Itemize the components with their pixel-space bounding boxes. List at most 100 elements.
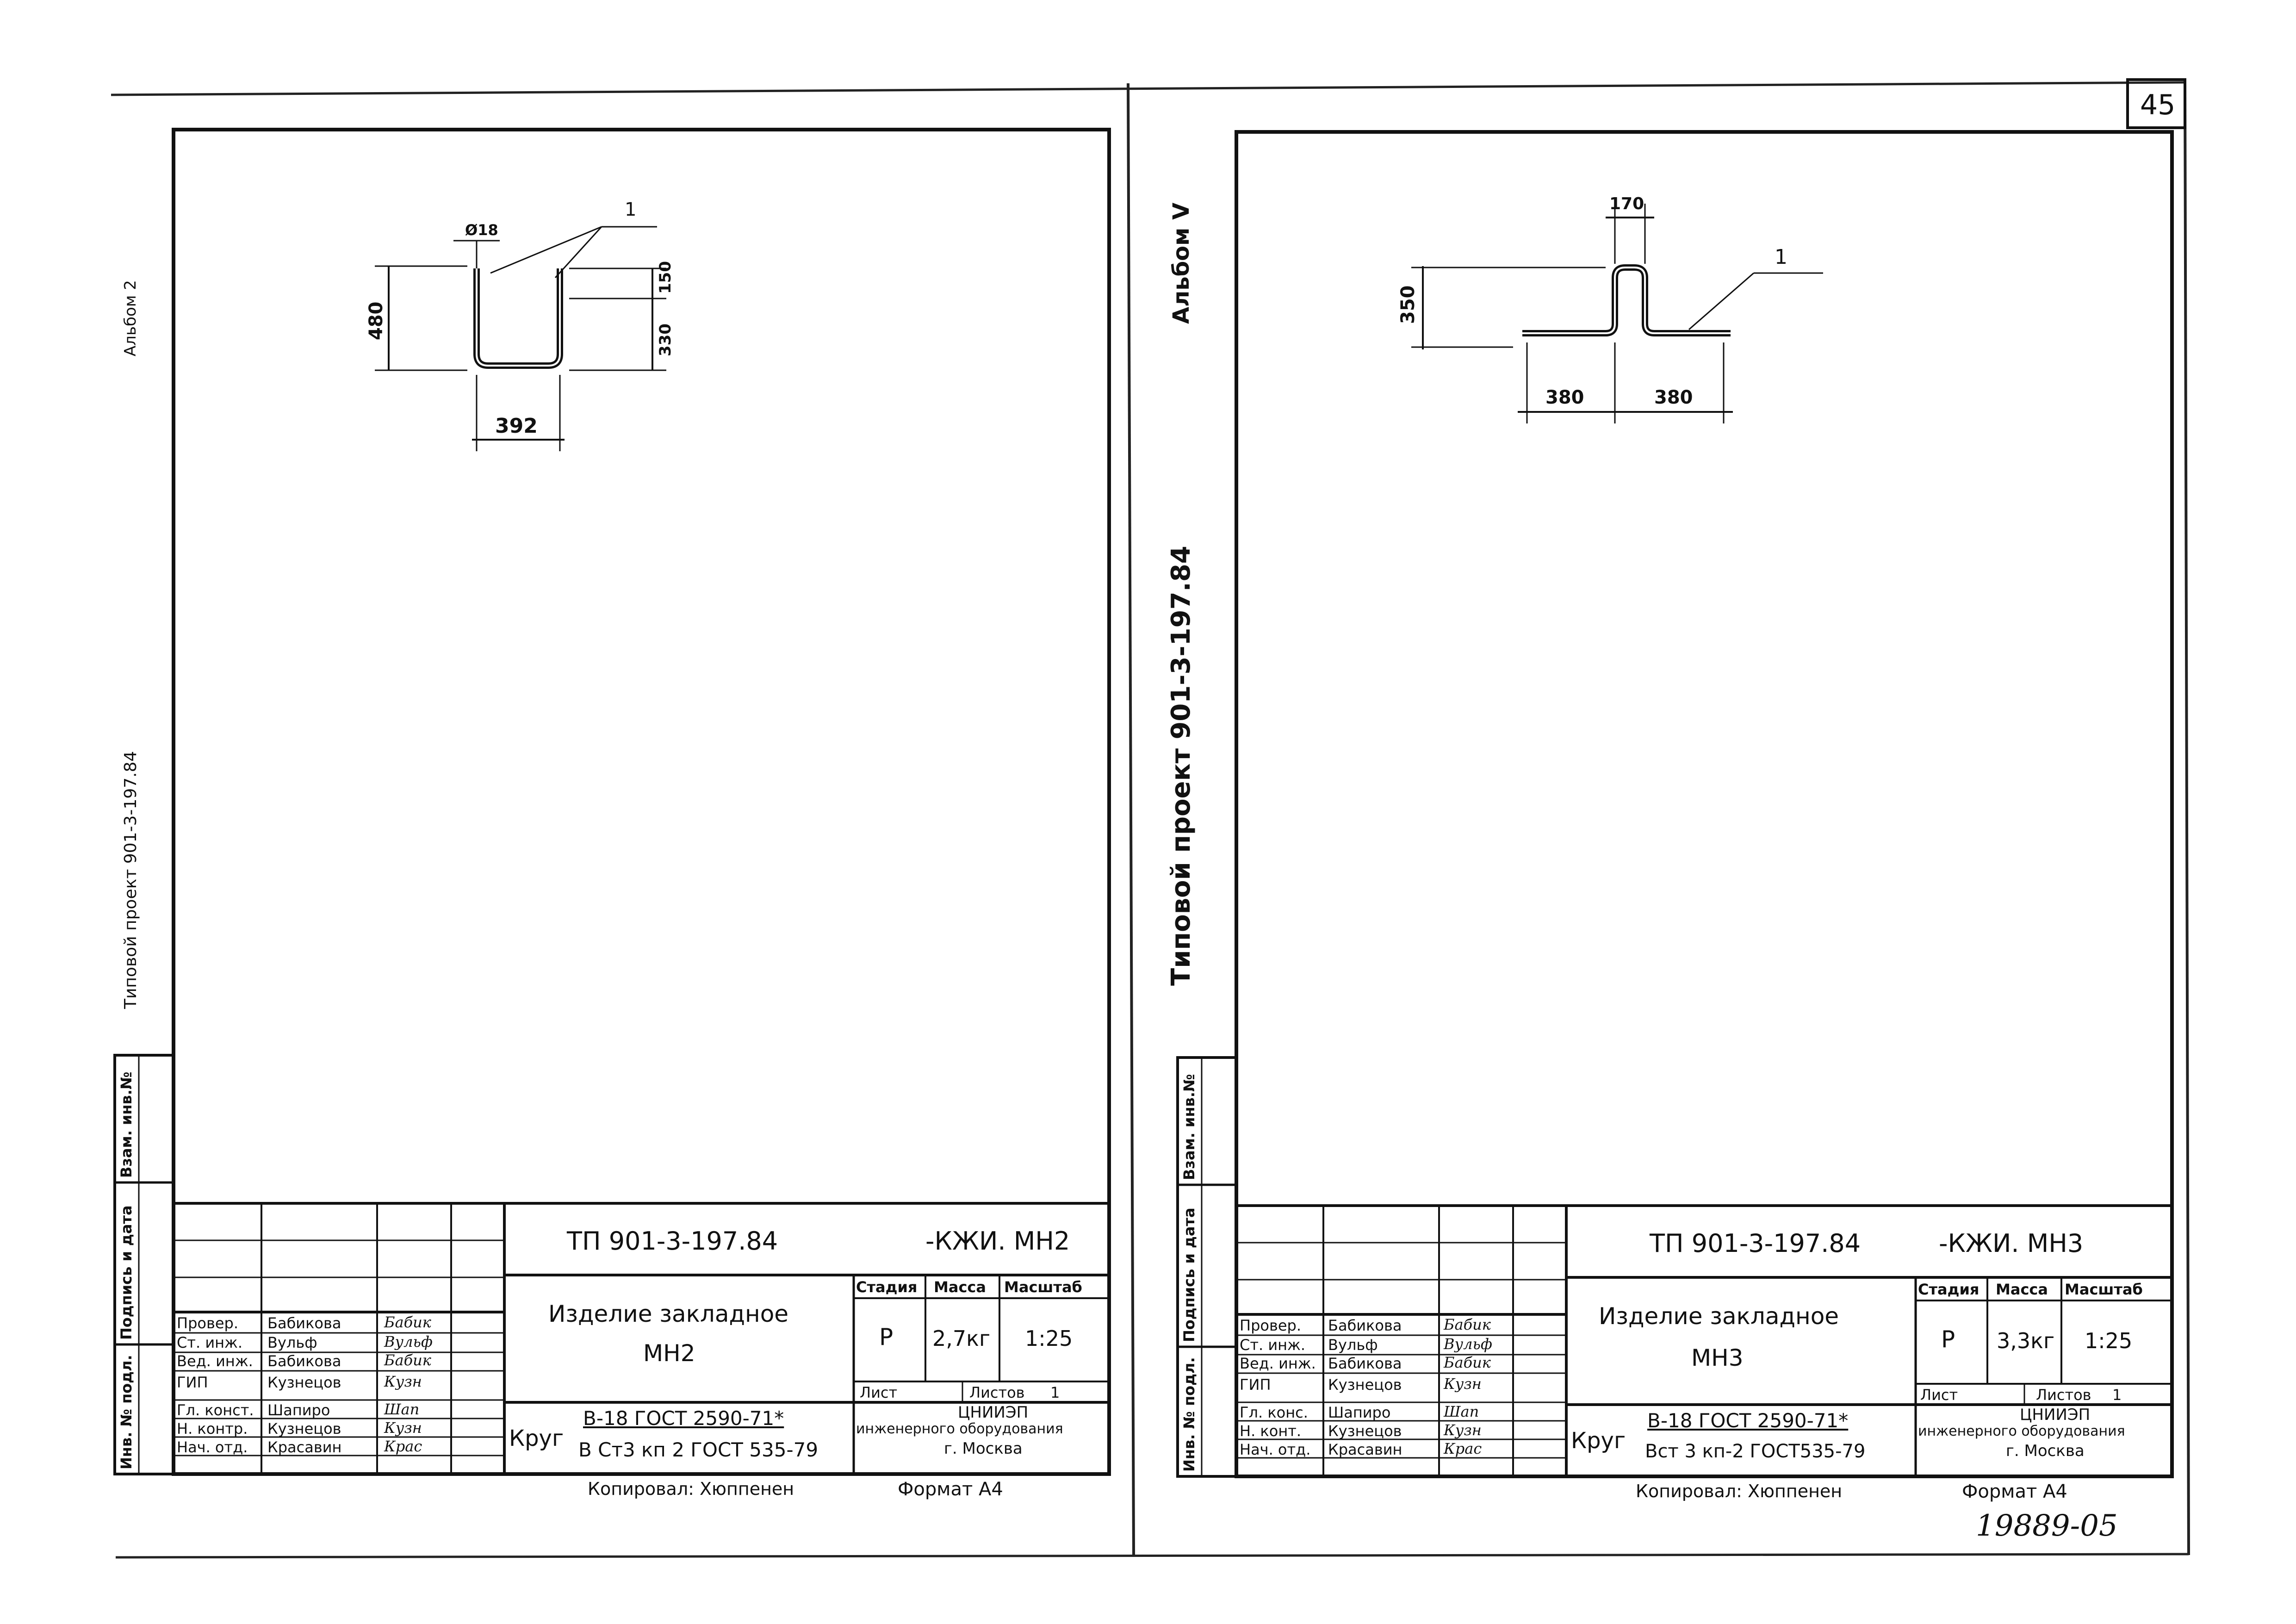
left-callout-1: 1 bbox=[625, 199, 637, 220]
right-name-0: Бабикова bbox=[1328, 1317, 1402, 1334]
right-material-name: Круг bbox=[1571, 1428, 1626, 1454]
left-name-5: Кузнецов bbox=[267, 1420, 341, 1437]
right-sign-5: Кузн bbox=[1444, 1421, 1482, 1439]
left-dim-bar: Ø18 bbox=[465, 221, 498, 239]
left-org-1: ЦНИИЭП bbox=[958, 1403, 1029, 1422]
left-material-1: В-18 ГОСТ 2590-71* bbox=[583, 1407, 784, 1430]
right-scale-header: Масштаб bbox=[2065, 1281, 2143, 1298]
right-stage-header: Стадия bbox=[1918, 1281, 1980, 1298]
left-role-5: Н. контр. bbox=[177, 1420, 248, 1437]
left-name-6: Красавин bbox=[267, 1438, 342, 1456]
left-copied-by: Копировал: Хюппенен bbox=[588, 1479, 794, 1499]
left-mass-header: Масса bbox=[934, 1278, 986, 1296]
left-format: Формат А4 bbox=[898, 1479, 1003, 1500]
right-dim-380-left: 380 bbox=[1545, 387, 1584, 408]
left-sheets-label: Листов bbox=[969, 1384, 1025, 1401]
right-name-6: Красавин bbox=[1328, 1441, 1402, 1458]
right-spine-project: Типовой проект 901-3-197.84 bbox=[1166, 546, 1196, 986]
right-format: Формат А4 bbox=[1962, 1481, 2067, 1502]
left-sign-6: Крас bbox=[384, 1437, 422, 1455]
right-mass-header: Масса bbox=[1996, 1281, 2048, 1298]
right-role-0: Провер. bbox=[1240, 1317, 1301, 1334]
left-sign-0: Бабик bbox=[384, 1313, 431, 1331]
right-name-2: Бабикова bbox=[1328, 1355, 1402, 1372]
right-sheet-label: Лист bbox=[1920, 1386, 1958, 1404]
left-sign-3: Кузн bbox=[384, 1373, 422, 1390]
left-name-4: Шапиро bbox=[267, 1401, 330, 1419]
right-role-3: ГИП bbox=[1240, 1376, 1271, 1394]
page-number: 45 bbox=[2140, 89, 2176, 121]
left-role-2: Вед. инж. bbox=[177, 1352, 253, 1370]
left-stage-header: Стадия bbox=[856, 1278, 918, 1296]
left-stage: Р bbox=[879, 1324, 894, 1350]
left-role-6: Нач. отд. bbox=[177, 1438, 248, 1456]
right-name-4: Шапиро bbox=[1328, 1404, 1391, 1421]
left-material-name: Круг bbox=[509, 1425, 564, 1451]
left-name-0: Бабикова bbox=[267, 1314, 341, 1332]
left-title-2: МН2 bbox=[643, 1340, 695, 1367]
left-sign-4: Шап bbox=[384, 1400, 420, 1418]
right-mass: 3,3кг bbox=[1997, 1328, 2055, 1353]
right-sign-6: Крас bbox=[1444, 1440, 1482, 1457]
left-sign-2: Бабик bbox=[384, 1351, 431, 1369]
left-sheets-value: 1 bbox=[1050, 1384, 1060, 1401]
left-code-suffix: -КЖИ. МН2 bbox=[925, 1226, 1070, 1256]
left-mass: 2,7кг bbox=[932, 1326, 991, 1351]
right-title-1: Изделие закладное bbox=[1599, 1303, 1839, 1330]
left-material-2: В Ст3 кп 2 ГОСТ 535-79 bbox=[578, 1438, 819, 1461]
right-stamp-replace: Взам. инв.№ bbox=[1180, 1074, 1198, 1180]
right-name-1: Вульф bbox=[1328, 1336, 1378, 1354]
right-stamp-inv: Инв. № подл. bbox=[1180, 1357, 1198, 1472]
right-name-3: Кузнецов bbox=[1328, 1376, 1402, 1394]
left-role-3: ГИП bbox=[177, 1374, 208, 1391]
left-role-1: Ст. инж. bbox=[177, 1334, 243, 1351]
right-scale: 1:25 bbox=[2085, 1328, 2133, 1353]
right-code: ТП 901-3-197.84 bbox=[1650, 1229, 1861, 1258]
right-dim-350: 350 bbox=[1397, 285, 1419, 324]
left-name-1: Вульф bbox=[267, 1334, 317, 1351]
left-dim-480: 480 bbox=[366, 301, 387, 341]
left-stamp-replace: Взам. инв.№ bbox=[118, 1071, 135, 1178]
right-name-5: Кузнецов bbox=[1328, 1422, 1402, 1440]
right-copied-by: Копировал: Хюппенен bbox=[1636, 1481, 1843, 1501]
right-spine-album: Альбом V bbox=[1168, 202, 1194, 324]
right-sign-4: Шап bbox=[1444, 1403, 1479, 1420]
left-scale: 1:25 bbox=[1025, 1326, 1073, 1351]
left-spine-album: Альбом 2 bbox=[121, 280, 140, 356]
right-org-1: ЦНИИЭП bbox=[2020, 1406, 2091, 1424]
right-sheets-value: 1 bbox=[2112, 1386, 2122, 1404]
right-sign-3: Кузн bbox=[1444, 1375, 1482, 1393]
left-role-4: Гл. конст. bbox=[177, 1401, 254, 1419]
right-sheets-label: Листов bbox=[2036, 1386, 2091, 1404]
right-org-2: инженерного оборудования bbox=[1918, 1423, 2125, 1439]
right-stamp-sign: Подпись и дата bbox=[1180, 1207, 1198, 1342]
left-scale-header: Масштаб bbox=[1004, 1278, 1082, 1296]
right-code-suffix: -КЖИ. МН3 bbox=[1939, 1229, 2084, 1258]
right-material-1: В-18 ГОСТ 2590-71* bbox=[1647, 1409, 1849, 1432]
left-dim-150: 150 bbox=[656, 261, 675, 294]
left-stamp-sign: Подпись и дата bbox=[118, 1205, 135, 1340]
left-role-0: Провер. bbox=[177, 1314, 238, 1332]
right-sign-1: Вульф bbox=[1444, 1335, 1492, 1353]
left-sign-1: Вульф bbox=[384, 1333, 433, 1350]
left-sheet-label: Лист bbox=[860, 1384, 898, 1401]
right-stage: Р bbox=[1941, 1326, 1955, 1353]
right-dim-170: 170 bbox=[1609, 194, 1644, 213]
right-sign-0: Бабик bbox=[1444, 1316, 1491, 1333]
left-dim-330: 330 bbox=[656, 324, 675, 356]
right-callout-1: 1 bbox=[1775, 245, 1787, 269]
left-dim-392: 392 bbox=[495, 414, 538, 438]
archive-number: 19889-05 bbox=[1976, 1509, 2118, 1543]
left-name-2: Бабикова bbox=[267, 1352, 341, 1370]
right-role-4: Гл. конс. bbox=[1240, 1404, 1308, 1421]
left-title-1: Изделие закладное bbox=[548, 1300, 789, 1327]
right-sign-2: Бабик bbox=[1444, 1354, 1491, 1371]
left-code: ТП 901-3-197.84 bbox=[567, 1226, 778, 1256]
right-role-5: Н. конт. bbox=[1240, 1422, 1302, 1440]
right-dim-380-right: 380 bbox=[1654, 387, 1693, 408]
left-name-3: Кузнецов bbox=[267, 1374, 341, 1391]
right-role-6: Нач. отд. bbox=[1240, 1441, 1311, 1458]
left-sign-5: Кузн bbox=[384, 1419, 422, 1437]
right-role-1: Ст. инж. bbox=[1240, 1336, 1306, 1354]
